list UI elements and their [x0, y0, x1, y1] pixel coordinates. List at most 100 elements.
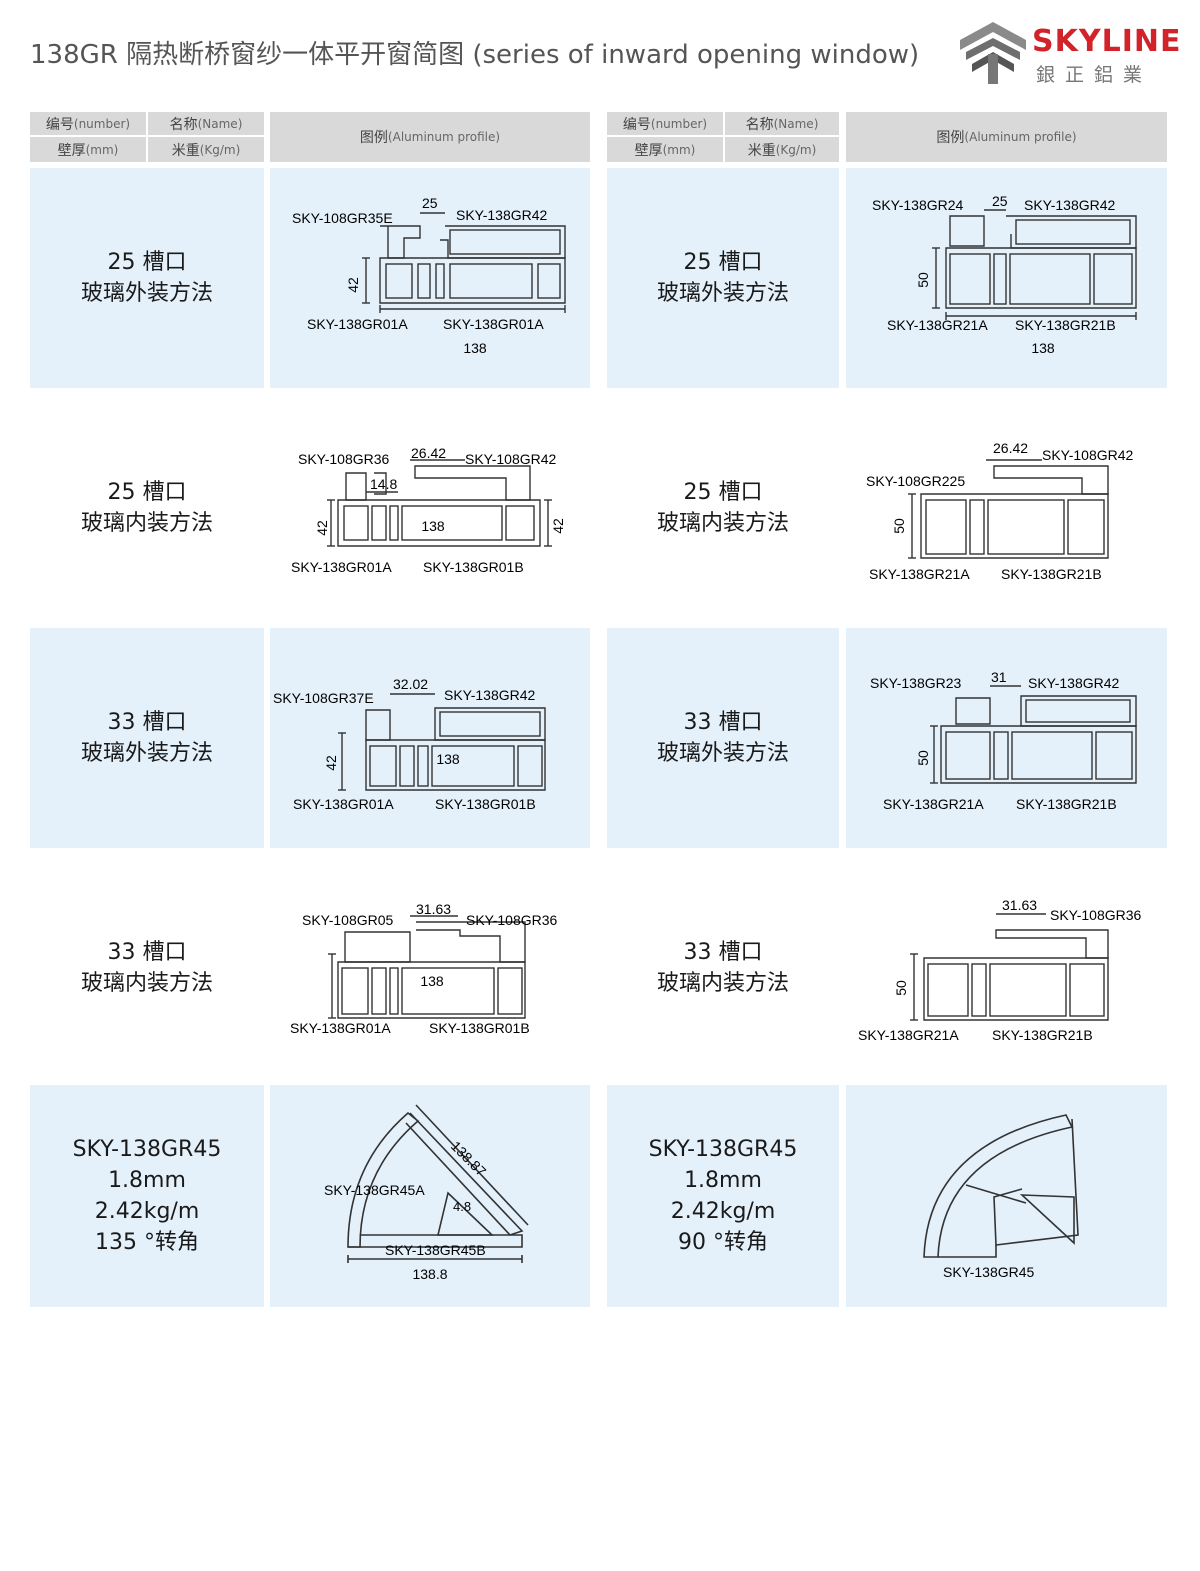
header-number: 编号 — [45, 116, 74, 133]
dim-top: 26.42 — [411, 445, 446, 461]
method-label: 玻璃外装方法 — [80, 741, 213, 766]
slot-label: 33 槽口 — [107, 710, 187, 735]
label-br: SKY-138GR01B — [429, 1020, 530, 1036]
dim-side: 50 — [915, 750, 931, 766]
slot-label: 33 槽口 — [683, 940, 763, 965]
dim-mid: 138 — [420, 973, 444, 989]
label-br: SKY-138GR21B — [992, 1027, 1093, 1043]
dim-top: 31.63 — [416, 901, 451, 917]
row2-left-figure-cell — [270, 628, 590, 848]
row0-left-label-cell — [30, 168, 264, 388]
skyline-logo: SKYLINE 銀正鋁業 — [958, 20, 1180, 86]
label-bl: SKY-138GR21A — [887, 317, 988, 333]
logo-text-en: SKYLINE — [1032, 24, 1182, 59]
corner-angle: 90 °转角 — [678, 1230, 768, 1255]
label-br: SKY-138GR01B — [435, 796, 536, 812]
profile-drawing-r3-right: SKY-108GR36 SKY-138GR21A SKY-138GR21B 31… — [858, 897, 1142, 1043]
dim-top: 31.63 — [1002, 897, 1037, 913]
header-number-en: (number) — [73, 116, 131, 131]
profile-drawing-r1-left: SKY-108GR36 SKY-108GR42 SKY-138GR01A SKY… — [291, 445, 566, 575]
dim-bottom: 138 — [463, 340, 487, 356]
header-weight: 米重 — [747, 142, 776, 159]
corner0-label: SKY-138GR45 1.8mm 2.42kg/m 135 °转角 — [30, 1085, 264, 1307]
label-tr: SKY-138GR42 — [444, 687, 536, 703]
label-br: SKY-138GR01A — [443, 316, 544, 332]
label-a: SKY-138GR45A — [324, 1182, 425, 1198]
label-bl: SKY-138GR21A — [869, 566, 970, 582]
label-tr: SKY-108GR36 — [466, 912, 558, 928]
method-label: 玻璃外装方法 — [80, 281, 213, 306]
dim-side: 50 — [915, 272, 931, 288]
dim-mid: 138 — [436, 751, 460, 767]
slot-label: 25 槽口 — [107, 250, 187, 275]
header-thickness-en: (mm) — [85, 142, 119, 157]
corner-drawing-135: SKY-138GR45A SKY-138GR45B 138.87 4.8 138… — [324, 1104, 529, 1282]
corner-thickness: 1.8mm — [108, 1168, 186, 1193]
method-label: 玻璃内装方法 — [656, 971, 789, 996]
profile-drawing-r2-right: SKY-138GR23 SKY-138GR42 SKY-138GR21A SKY… — [870, 669, 1137, 812]
label-br: SKY-138GR21B — [1001, 566, 1102, 582]
label-bl: SKY-138GR01A — [290, 1020, 391, 1036]
dim-top: 25 — [992, 193, 1008, 209]
header-thickness-en: (mm) — [662, 142, 696, 157]
header-left-figure: 图例(Aluminum profile) — [270, 112, 590, 162]
row0-right-label-cell — [607, 168, 839, 388]
row2-right-label: 33 槽口 玻璃外装方法 — [607, 628, 839, 848]
row2-left-label: 33 槽口 玻璃外装方法 — [30, 628, 264, 848]
header-figure: 图例 — [359, 130, 388, 146]
dim-side-right: 42 — [550, 518, 566, 534]
label-a: SKY-138GR45 — [943, 1264, 1035, 1280]
label-b: SKY-138GR45B — [385, 1242, 486, 1258]
label-tr: SKY-138GR42 — [1028, 675, 1120, 691]
dim-side: 42 — [314, 520, 330, 536]
label-bl: SKY-138GR01A — [291, 559, 392, 575]
corner1-figure-cell — [846, 1085, 1167, 1307]
dim-bottom: 138 — [1031, 340, 1055, 356]
dim-bottom: 138.8 — [412, 1266, 447, 1282]
row3-left-label: 33 槽口 玻璃内装方法 — [30, 858, 264, 1078]
label-tl: SKY-108GR35E — [292, 210, 393, 226]
corner-thickness: 1.8mm — [684, 1168, 762, 1193]
header-thickness: 壁厚 — [634, 142, 663, 159]
header-name-en: (Name) — [197, 116, 243, 131]
label-br: SKY-138GR21B — [1015, 317, 1116, 333]
label-tl: SKY-108GR36 — [298, 451, 390, 467]
header-number-en: (number) — [650, 116, 708, 131]
label-tr: SKY-138GR42 — [456, 207, 548, 223]
corner0-figure-cell — [270, 1085, 590, 1307]
label-tl: SKY-108GR225 — [866, 473, 965, 489]
corner-code: SKY-138GR45 — [648, 1137, 798, 1162]
slot-label: 33 槽口 — [107, 940, 187, 965]
method-label: 玻璃外装方法 — [656, 281, 789, 306]
corner-weight: 2.42kg/m — [94, 1199, 200, 1224]
slot-label: 25 槽口 — [683, 250, 763, 275]
header-figure-en: (Aluminum profile) — [964, 130, 1077, 144]
label-br: SKY-138GR01B — [423, 559, 524, 575]
label-bl: SKY-138GR01A — [307, 316, 408, 332]
row2-left-label-cell — [30, 628, 264, 848]
label-tl: SKY-138GR24 — [872, 197, 964, 213]
logo-text-cn: 銀正鋁業 — [1036, 64, 1153, 86]
corner-weight: 2.42kg/m — [670, 1199, 776, 1224]
profile-drawing-r2-left: SKY-108GR37E SKY-138GR42 SKY-138GR01A SK… — [273, 676, 546, 812]
header-figure-en: (Aluminum profile) — [387, 130, 501, 144]
row0-left-label: 25 槽口 玻璃外装方法 — [30, 168, 264, 388]
header-weight: 米重 — [171, 142, 200, 159]
slot-label: 33 槽口 — [683, 710, 763, 735]
dim-inner: 14.8 — [370, 476, 397, 492]
profile-drawing-r1-right: SKY-108GR225 SKY-108GR42 SKY-138GR21A SK… — [866, 440, 1134, 582]
dim-top: 32.02 — [393, 676, 428, 692]
method-label: 玻璃外装方法 — [656, 741, 789, 766]
row0-right-label: 25 槽口 玻璃外装方法 — [607, 168, 839, 388]
row2-right-label-cell — [607, 628, 839, 848]
header-weight-en: (Kg/m) — [199, 142, 241, 157]
dim-mid: 138 — [421, 518, 445, 534]
page-title: 138GR 隔热断桥窗纱一体平开窗简图 (series of inward op… — [30, 40, 920, 70]
header-number: 编号 — [622, 116, 651, 133]
row2-right-figure-cell — [846, 628, 1167, 848]
header-left-meta: 编号(number) 名称(Name) 壁厚(mm) 米重(Kg/m) — [30, 112, 264, 162]
row1-right-label: 25 槽口 玻璃内装方法 — [607, 398, 839, 618]
profile-drawing-r0-left: SKY-108GR35E SKY-138GR42 SKY-138GR01A SK… — [292, 195, 566, 356]
header-thickness: 壁厚 — [57, 142, 86, 159]
dim-side: 50 — [893, 980, 909, 996]
